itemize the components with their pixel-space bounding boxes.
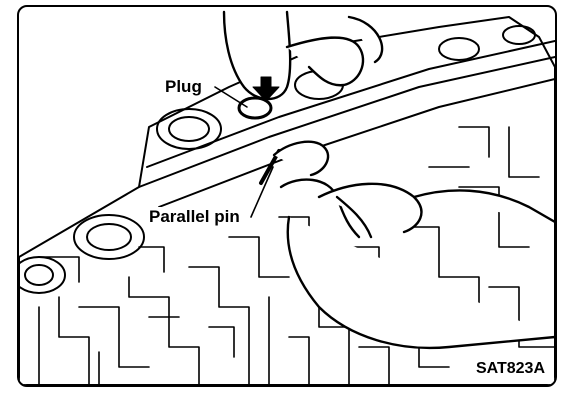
figure-frame: Plug Parallel pin SAT823A [17,5,557,387]
bore [502,25,536,45]
bore [438,37,480,61]
pin-leader-line [250,166,274,218]
plug [237,96,273,120]
bore-rail [138,56,555,188]
valve-body-illustration [19,10,555,385]
lower-hand [272,140,555,350]
parallel-pin [259,149,281,185]
parallel-pin-label: Parallel pin [147,207,242,226]
bore [73,214,145,260]
plug-label: Plug [163,77,204,96]
plug-leader-line [214,86,248,108]
bore [156,108,222,150]
arrow-down-icon [252,76,280,102]
figure-id: SAT823A [473,360,547,377]
upper-hand [222,10,384,101]
valve-body-outline [19,16,555,385]
